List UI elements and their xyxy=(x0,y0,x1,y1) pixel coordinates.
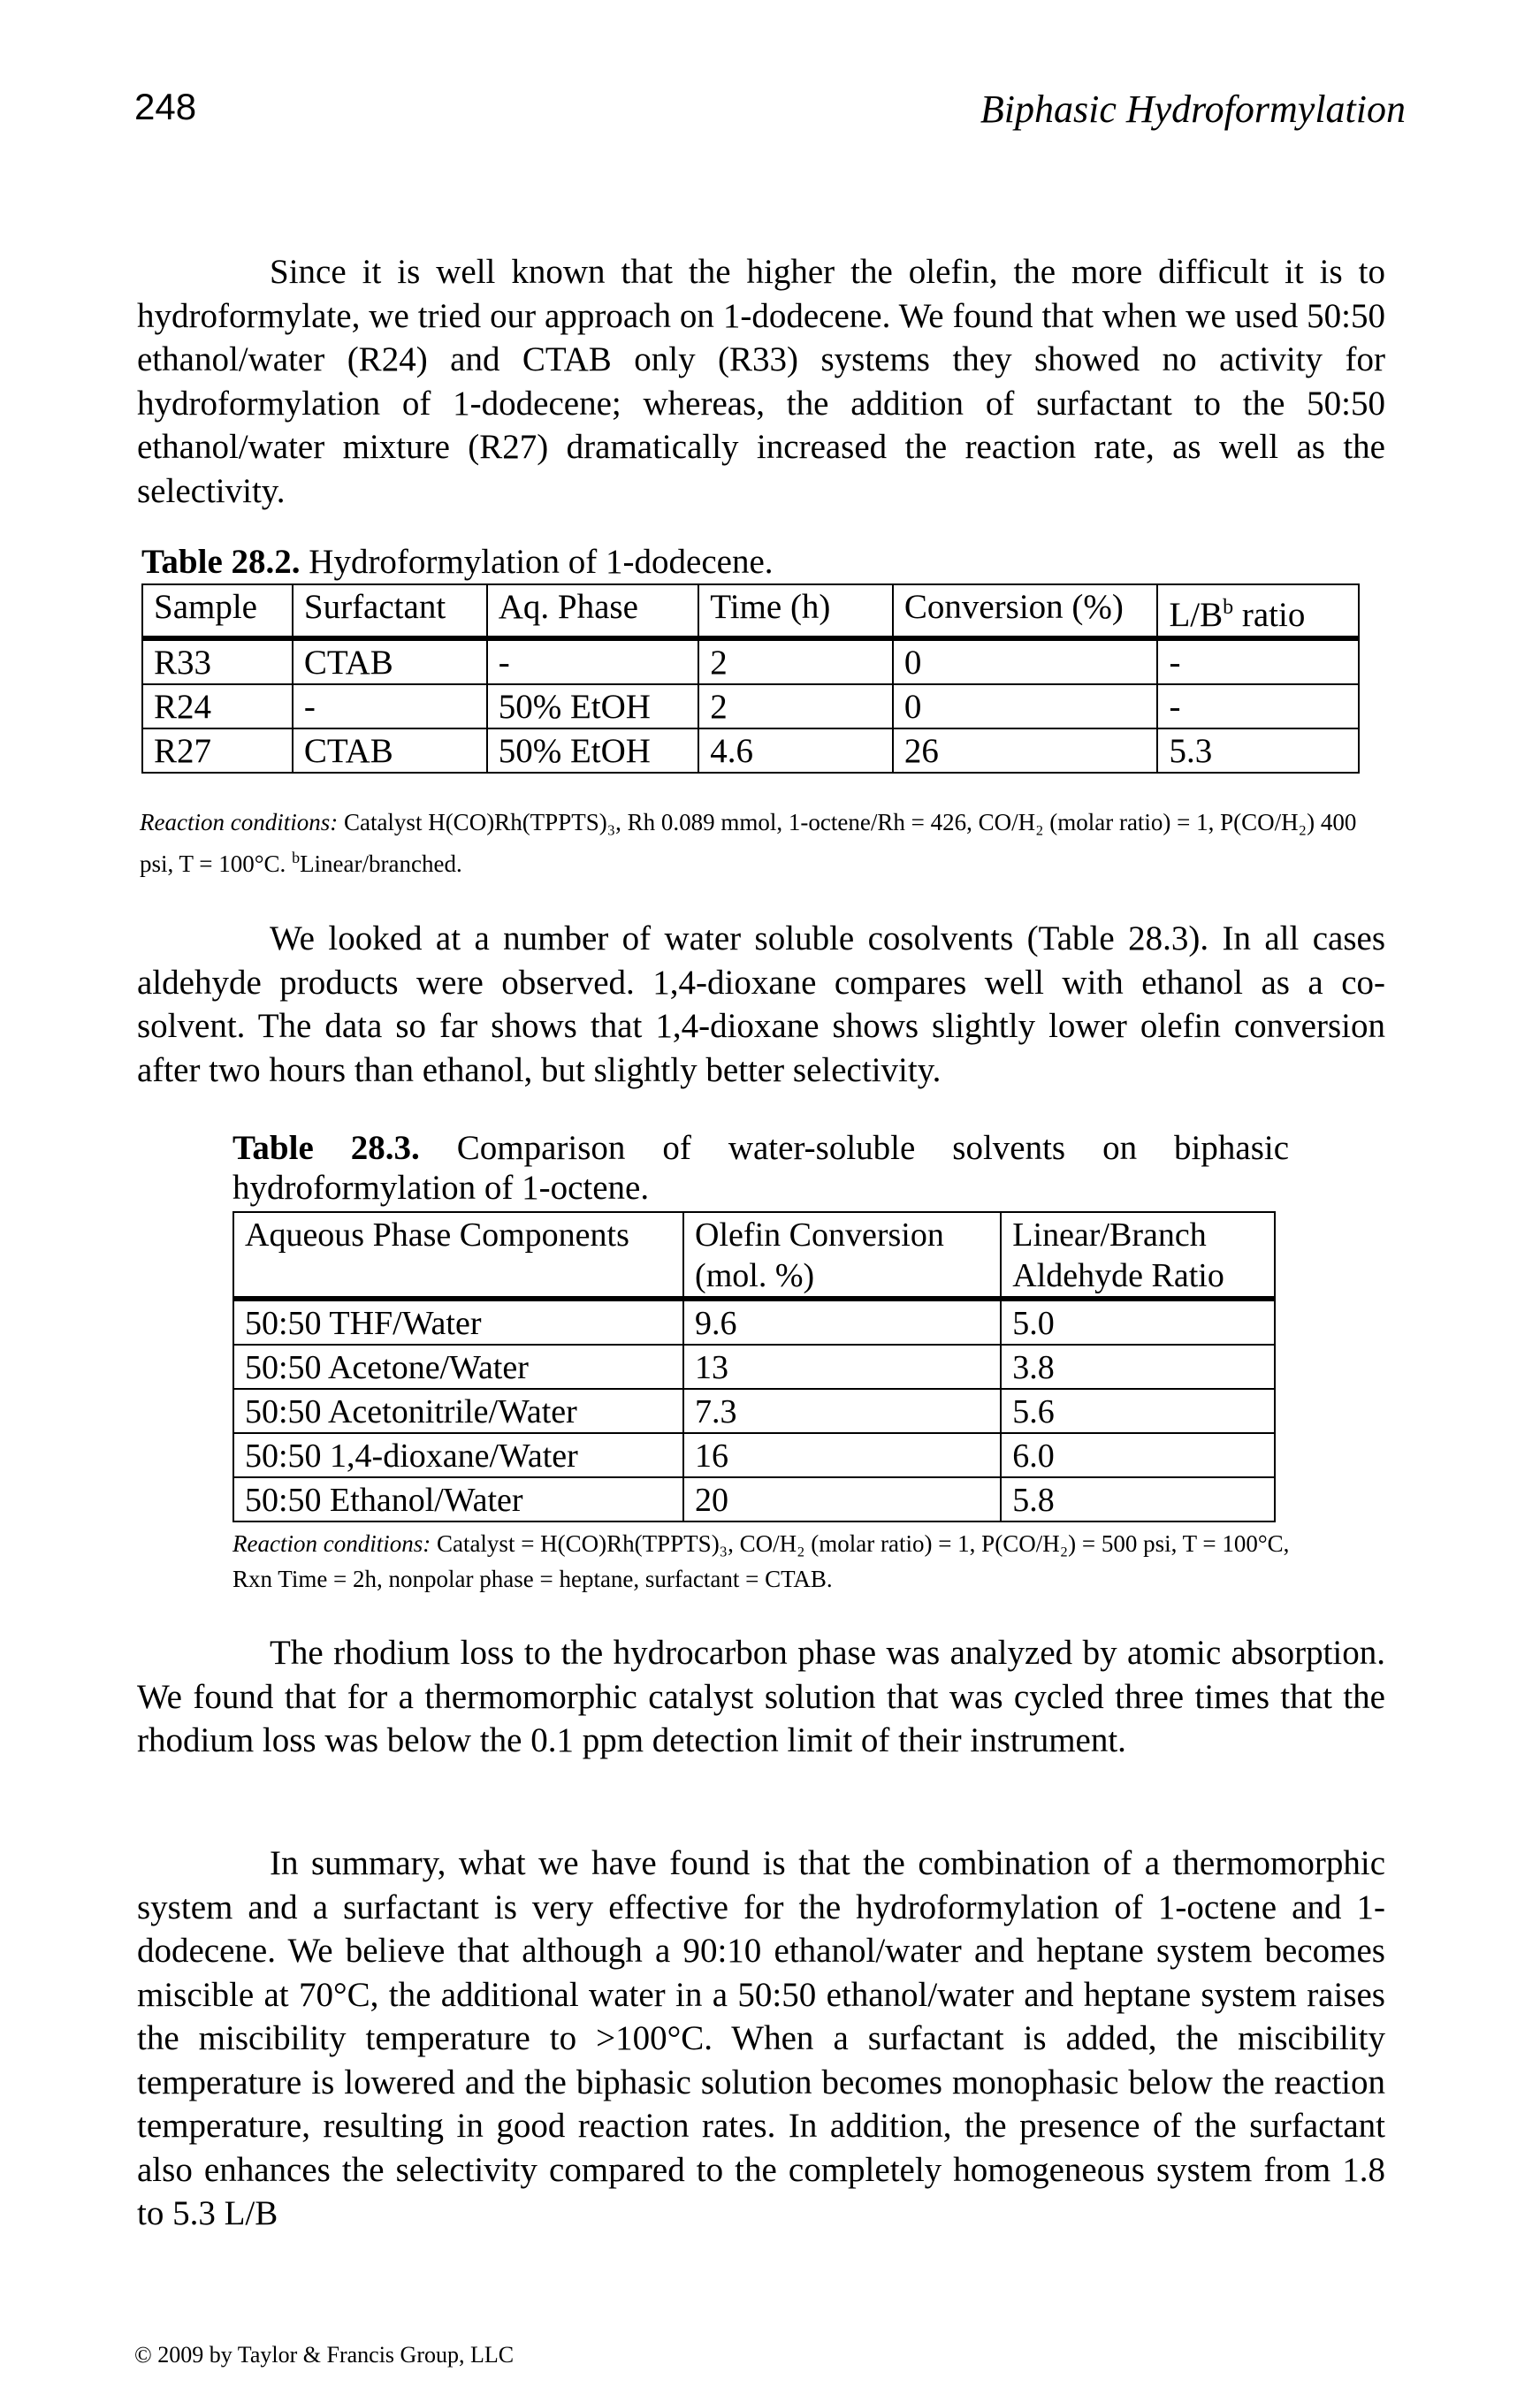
table-28-3-note: Reaction conditions: Catalyst = H(CO)Rh(… xyxy=(233,1526,1311,1597)
header-cell: Linear/Branch Aldehyde Ratio xyxy=(1000,1211,1276,1301)
table-cell: 50% EtOH xyxy=(485,683,700,729)
table-cell: 16 xyxy=(682,1432,1003,1478)
table-cell: 2 xyxy=(698,683,894,729)
table-cell: - xyxy=(485,637,700,685)
table-cell: 0 xyxy=(891,637,1159,685)
table-cell: 0 xyxy=(891,683,1159,729)
table-cell: 3.8 xyxy=(1000,1344,1276,1390)
table-cell: 2 xyxy=(698,637,894,685)
table-cell: 7.3 xyxy=(682,1388,1003,1434)
header-cell: Sample xyxy=(141,583,294,641)
table-cell: - xyxy=(291,683,488,729)
lb-text: L/B xyxy=(1169,596,1224,634)
table-cell: R24 xyxy=(141,683,294,729)
ratio-text: ratio xyxy=(1233,596,1306,634)
table-cell: 4.6 xyxy=(698,728,894,774)
paragraph-3: The rhodium loss to the hydrocarbon phas… xyxy=(137,1631,1385,1763)
table-row: 50:50 THF/Water 9.6 5.0 xyxy=(232,1298,1276,1346)
table-row: 50:50 Acetonitrile/Water 7.3 5.6 xyxy=(232,1388,1276,1434)
header-cell: Olefin Conversion (mol. %) xyxy=(682,1211,1003,1301)
note-footnote-mark: b xyxy=(292,849,301,866)
paragraph-4-text: In summary, what we have found is that t… xyxy=(137,1844,1385,2232)
header-cell: Conversion (%) xyxy=(891,583,1159,641)
header-cell: Aqueous Phase Components xyxy=(232,1211,685,1301)
table-28-2-title: Hydroformylation of 1-dodecene. xyxy=(309,543,774,581)
table-28-3-label: Table 28.3. xyxy=(233,1129,420,1167)
table-row: 50:50 Ethanol/Water 20 5.8 xyxy=(232,1476,1276,1522)
header-cell: Aq. Phase xyxy=(485,583,700,641)
table-header-row: Sample Surfactant Aq. Phase Time (h) Con… xyxy=(141,583,1360,641)
paragraph-4: In summary, what we have found is that t… xyxy=(137,1842,1385,2236)
paragraph-3-text: The rhodium loss to the hydrocarbon phas… xyxy=(137,1634,1385,1759)
paragraph-2-text: We looked at a number of water soluble c… xyxy=(137,919,1385,1089)
copyright-footer: © 2009 by Taylor & Francis Group, LLC xyxy=(134,2342,515,2368)
table-cell: 50:50 THF/Water xyxy=(232,1298,685,1346)
note-label: Reaction conditions: xyxy=(140,809,339,835)
table-cell: 50:50 Acetone/Water xyxy=(232,1344,685,1390)
table-row: 50:50 Acetone/Water 13 3.8 xyxy=(232,1344,1276,1390)
table-28-2-label: Table 28.2. xyxy=(141,543,301,581)
table-28-3-caption: Table 28.3. Comparison of water-soluble … xyxy=(233,1128,1289,1208)
table-cell: 9.6 xyxy=(682,1298,1003,1346)
table-28-2-note: Reaction conditions: Catalyst H(CO)Rh(TP… xyxy=(140,805,1395,881)
table-28-2: Sample Surfactant Aq. Phase Time (h) Con… xyxy=(141,583,1360,774)
table-28-3: Aqueous Phase Components Olefin Conversi… xyxy=(232,1211,1276,1522)
table-cell: 26 xyxy=(891,728,1159,774)
table-cell: 5.8 xyxy=(1000,1476,1276,1522)
table-cell: - xyxy=(1156,637,1360,685)
table-cell: 20 xyxy=(682,1476,1003,1522)
note-text: Catalyst H(CO)Rh(TPPTS)₃, Rh 0.089 mmol,… xyxy=(140,809,1357,877)
header-cell: Time (h) xyxy=(698,583,894,641)
paragraph-1: Since it is well known that the higher t… xyxy=(137,250,1385,513)
table-row: 50:50 1,4-dioxane/Water 16 6.0 xyxy=(232,1432,1276,1478)
header-cell: Surfactant xyxy=(291,583,488,641)
table-cell: R27 xyxy=(141,728,294,774)
table-row: R24 - 50% EtOH 2 0 - xyxy=(141,683,1360,729)
footnote-mark: b xyxy=(1223,596,1234,619)
table-header-row: Aqueous Phase Components Olefin Conversi… xyxy=(232,1211,1276,1301)
table-cell: - xyxy=(1156,683,1360,729)
table-cell: R33 xyxy=(141,637,294,685)
header-cell-lb-ratio: L/Bb ratio xyxy=(1156,583,1360,641)
table-cell: CTAB xyxy=(291,728,488,774)
table-cell: 50:50 1,4-dioxane/Water xyxy=(232,1432,685,1478)
running-title: Biphasic Hydroformylation xyxy=(980,88,1406,131)
table-cell: 5.3 xyxy=(1156,728,1360,774)
note-label: Reaction conditions: xyxy=(233,1530,431,1557)
table-cell: 5.6 xyxy=(1000,1388,1276,1434)
table-28-2-caption: Table 28.2. Hydroformylation of 1-dodece… xyxy=(141,543,774,582)
paragraph-1-text: Since it is well known that the higher t… xyxy=(137,253,1385,510)
table-cell: 50:50 Ethanol/Water xyxy=(232,1476,685,1522)
table-cell: 50:50 Acetonitrile/Water xyxy=(232,1388,685,1434)
table-cell: 6.0 xyxy=(1000,1432,1276,1478)
table-cell: 50% EtOH xyxy=(485,728,700,774)
table-28-3-title: Comparison of water-soluble solvents on … xyxy=(233,1129,1290,1207)
table-row: R27 CTAB 50% EtOH 4.6 26 5.3 xyxy=(141,728,1360,774)
table-cell: 13 xyxy=(682,1344,1003,1390)
table-cell: CTAB xyxy=(291,637,488,685)
note-footnote-text: Linear/branched. xyxy=(300,850,462,877)
note-text: Catalyst = H(CO)Rh(TPPTS)₃, CO/H₂ (molar… xyxy=(233,1530,1290,1592)
page-number: 248 xyxy=(134,86,197,127)
table-cell: 5.0 xyxy=(1000,1298,1276,1346)
table-row: R33 CTAB - 2 0 - xyxy=(141,637,1360,685)
paragraph-2: We looked at a number of water soluble c… xyxy=(137,917,1385,1092)
